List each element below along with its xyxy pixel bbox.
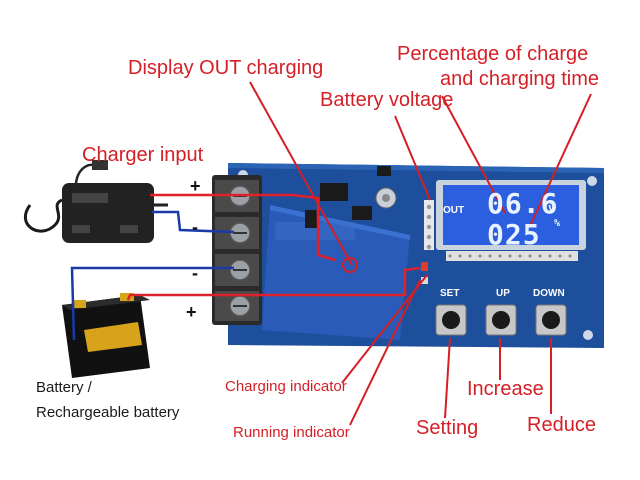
pcb-up-label: UP — [496, 288, 510, 299]
battery-minus-symbol: - — [192, 263, 198, 283]
label-battery-line2: Rechargeable battery — [36, 404, 180, 421]
set-button[interactable] — [435, 304, 467, 336]
terminal-block — [212, 175, 262, 325]
lcd-display — [436, 180, 586, 261]
charger-plus-symbol: + — [190, 176, 201, 196]
label-running-indicator: Running indicator — [233, 424, 350, 441]
chips — [305, 166, 391, 228]
label-percentage-line1: Percentage of charge — [397, 43, 589, 65]
label-percentage-line2: and charging time — [440, 68, 599, 90]
pin-header — [424, 200, 434, 250]
label-charging-indicator: Charging indicator — [225, 378, 347, 395]
label-charger-input: Charger input — [82, 144, 204, 166]
charging-led — [421, 262, 428, 271]
blue-wire — [70, 210, 235, 341]
running-led — [421, 277, 428, 284]
callout-lines — [249, 81, 592, 426]
relay-callout-marker — [342, 257, 358, 273]
pcb-out-label: OUT — [443, 205, 465, 216]
battery-plus-symbol: + — [186, 302, 197, 322]
lcd-voltage-readout: 06.6 — [487, 187, 559, 220]
up-button[interactable] — [485, 304, 517, 336]
label-increase: Increase — [467, 378, 544, 400]
lcd-percent-unit: % — [554, 218, 561, 229]
battery-icon — [62, 293, 150, 378]
charger-minus-symbol: - — [192, 217, 198, 237]
charger-adapter-icon — [23, 160, 168, 243]
red-wire — [126, 193, 421, 301]
label-reduce: Reduce — [527, 414, 596, 436]
label-battery-voltage: Battery voltage — [320, 89, 454, 111]
lcd-voltage-unit: v — [548, 201, 556, 215]
pcb-down-label: DOWN — [533, 288, 565, 299]
lcd-percent-readout: 025 — [487, 218, 541, 251]
down-button[interactable] — [535, 304, 567, 336]
label-battery-line1: Battery / — [36, 379, 92, 396]
label-display-out-charging: Display OUT charging — [128, 57, 324, 79]
capacitor — [375, 187, 397, 209]
label-setting: Setting — [416, 417, 479, 439]
pcb-set-label: SET — [440, 288, 460, 299]
